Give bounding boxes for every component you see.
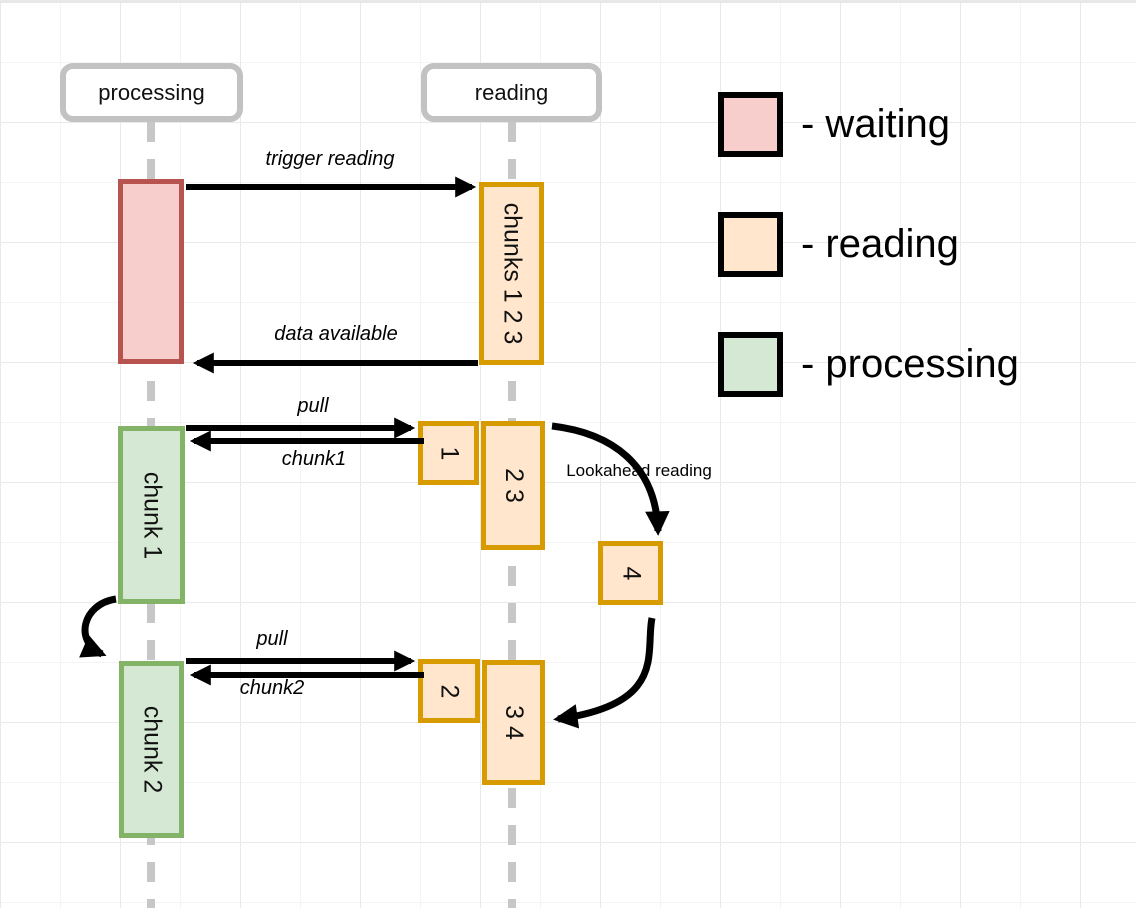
buffer-4-label: 4 — [617, 566, 645, 580]
legend-waiting-label: - waiting — [801, 102, 950, 146]
legend-processing-label: - processing — [801, 342, 1019, 386]
buffer-1-box: 1 — [418, 421, 479, 485]
buffer-2b-label: 2 — [435, 684, 464, 698]
waiting-activation-box — [118, 179, 184, 364]
chunk-1-label: chunk 1 — [138, 471, 166, 559]
lane-header-reading: reading — [421, 63, 602, 122]
chunks-1-2-3-label: chunks 1 2 3 — [498, 202, 527, 345]
buffer-2-3-box: 2 3 — [481, 421, 545, 550]
buffer4-to-34-curve-arrow — [553, 617, 656, 729]
chunk1-return-label: chunk1 — [281, 448, 347, 470]
chunk1-to-chunk2-loop-arrow — [79, 595, 117, 658]
chunk-2-box: chunk 2 — [119, 661, 184, 838]
chunks-1-2-3-box: chunks 1 2 3 — [479, 182, 544, 365]
buffer-1-label: 1 — [435, 446, 463, 460]
top-border-strip — [0, 0, 1136, 3]
lookahead-reading-label: Lookahead reading — [566, 461, 712, 480]
buffer-3-4-label: 3 4 — [499, 705, 528, 740]
data-available-label: data available — [274, 323, 398, 345]
chunk-2-label: chunk 2 — [138, 705, 166, 794]
buffer-3-4-box: 3 4 — [482, 660, 545, 785]
lane-header-processing-label: processing — [98, 79, 205, 105]
lane-header-reading-label: reading — [474, 79, 549, 105]
buffer-4-box: 4 — [598, 541, 663, 605]
pull-bottom-label: pull — [256, 628, 288, 650]
buffer-2b-box: 2 — [418, 659, 480, 723]
chunk-1-box: chunk 1 — [118, 426, 185, 604]
legend-reading-swatch — [718, 212, 783, 277]
buffer-2-3-label: 2 3 — [499, 468, 528, 503]
pull-top-label: pull — [297, 395, 329, 417]
legend-reading-label: - reading — [801, 222, 959, 266]
trigger-reading-label: trigger reading — [265, 148, 395, 170]
lane-header-processing: processing — [60, 63, 243, 122]
legend-waiting-swatch — [718, 92, 783, 157]
legend-processing-swatch — [718, 332, 783, 397]
chunk2-return-label: chunk2 — [239, 677, 305, 699]
